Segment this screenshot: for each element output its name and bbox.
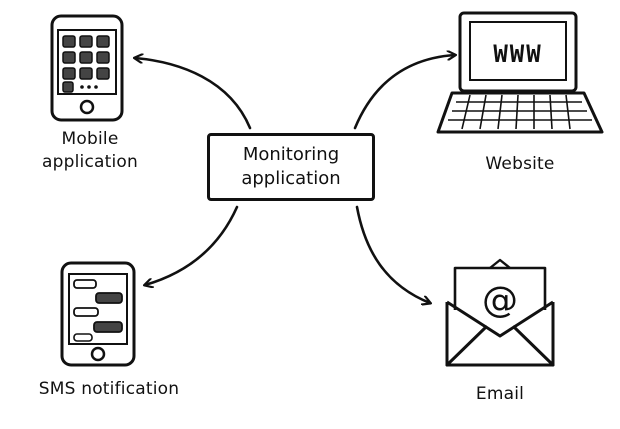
center-line-2: application: [241, 168, 341, 189]
smartphone-icon: [50, 14, 124, 122]
center-line-1: Monitoring: [242, 144, 340, 165]
at-sign-glyph: @: [482, 280, 518, 321]
mobile-label-line-1: Mobile: [61, 129, 119, 149]
arrow-to-email: [355, 205, 430, 303]
arrow-to-mobile: [135, 58, 252, 130]
email-envelope-icon: @: [445, 258, 555, 367]
monitoring-application-label: Monitoring application: [241, 143, 340, 191]
arrow-to-website: [353, 55, 455, 130]
monitoring-application-box: Monitoring application: [207, 133, 375, 201]
arrow-to-sms: [145, 205, 239, 285]
mobile-label-line-2: application: [42, 152, 138, 172]
sms-phone-icon: [60, 261, 136, 367]
website-label: Website: [485, 154, 555, 174]
sms-notification-label: SMS notification: [38, 379, 180, 399]
laptop-icon: WWW: [436, 11, 604, 134]
mobile-application-label: Mobile application: [30, 128, 150, 174]
laptop-screen-text: WWW: [493, 40, 542, 68]
email-label: Email: [475, 384, 525, 404]
